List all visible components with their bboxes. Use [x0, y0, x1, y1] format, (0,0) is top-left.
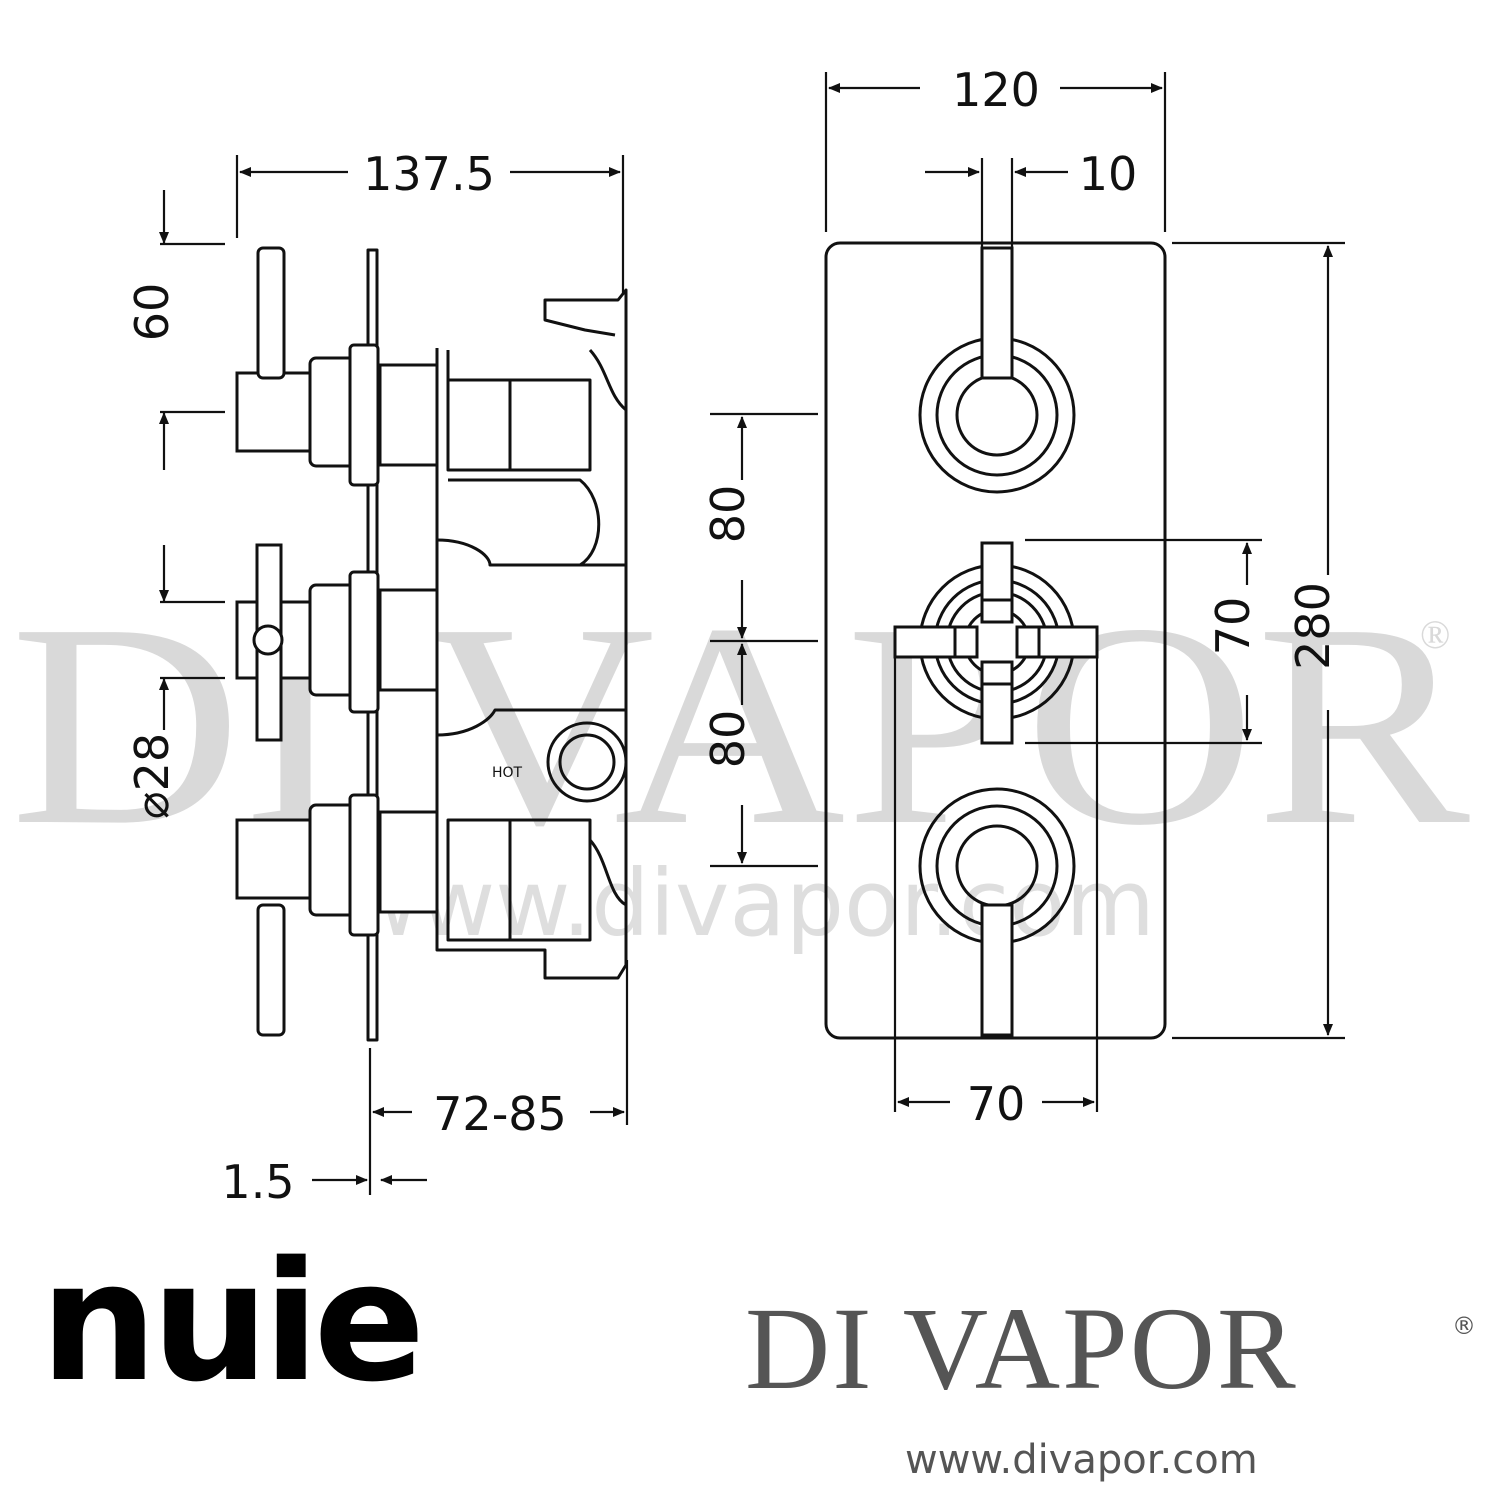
dim-wall-depth-range: 72-85 [433, 1087, 567, 1141]
front-handle-bottom [918, 787, 1076, 1037]
divapor-url: www.divapor.com [905, 1437, 1258, 1483]
dim-cross-handle-width: 70 [967, 1077, 1026, 1131]
front-handle-top [918, 246, 1076, 494]
front-plate [824, 241, 1167, 1040]
divapor-registered-mark: ® [1452, 1312, 1476, 1340]
divapor-logo: DI VAPOR [745, 1283, 1298, 1414]
dim-overall-depth: 137.5 [363, 147, 495, 201]
dim-lever-width: 10 [1079, 147, 1138, 201]
side-handle-bottom [235, 793, 439, 1037]
dim-spacing-lower: 80 [701, 710, 755, 769]
dim-plate-height: 280 [1286, 582, 1340, 670]
dim-spacing-upper: 80 [701, 485, 755, 544]
dim-plate-thickness: 1.5 [221, 1155, 294, 1209]
side-view: HOT 137.5 60 [125, 147, 629, 1209]
front-handle-middle [893, 541, 1099, 745]
hot-label: HOT [492, 765, 523, 781]
dim-handle-length: 60 [125, 283, 179, 342]
side-handle-top [235, 246, 439, 487]
dim-cross-handle-height: 70 [1206, 597, 1260, 656]
dim-spindle-diameter: ⌀28 [125, 733, 179, 819]
dim-plate-width: 120 [952, 63, 1040, 117]
nuie-logo: nuie [40, 1226, 425, 1418]
front-view: 120 10 280 80 80 70 70 [701, 63, 1345, 1131]
side-handle-middle [235, 543, 439, 742]
watermark-registered: ® [1420, 612, 1450, 657]
